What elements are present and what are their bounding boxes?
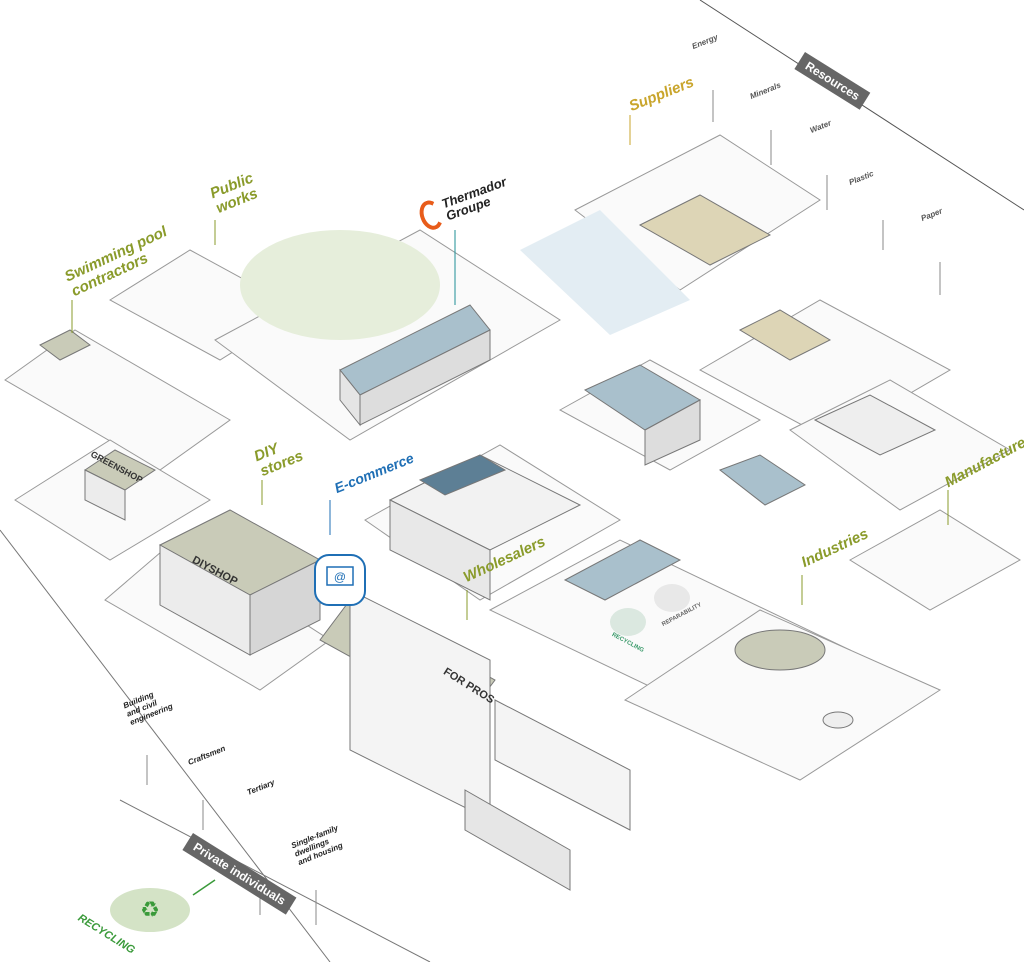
repair-gear-icon — [654, 584, 690, 612]
recycling-symbol: ♻ — [140, 897, 160, 922]
water-basin — [520, 210, 690, 335]
forest-area — [240, 230, 440, 340]
recycling-icon — [110, 888, 190, 932]
buildings — [39, 194, 937, 891]
label-leader-lines — [71, 220, 949, 620]
svg-text:@: @ — [334, 570, 346, 584]
arrow-icon — [192, 879, 216, 896]
recycling-small-icon — [610, 608, 646, 636]
ecommerce-icon: @ — [314, 554, 366, 606]
